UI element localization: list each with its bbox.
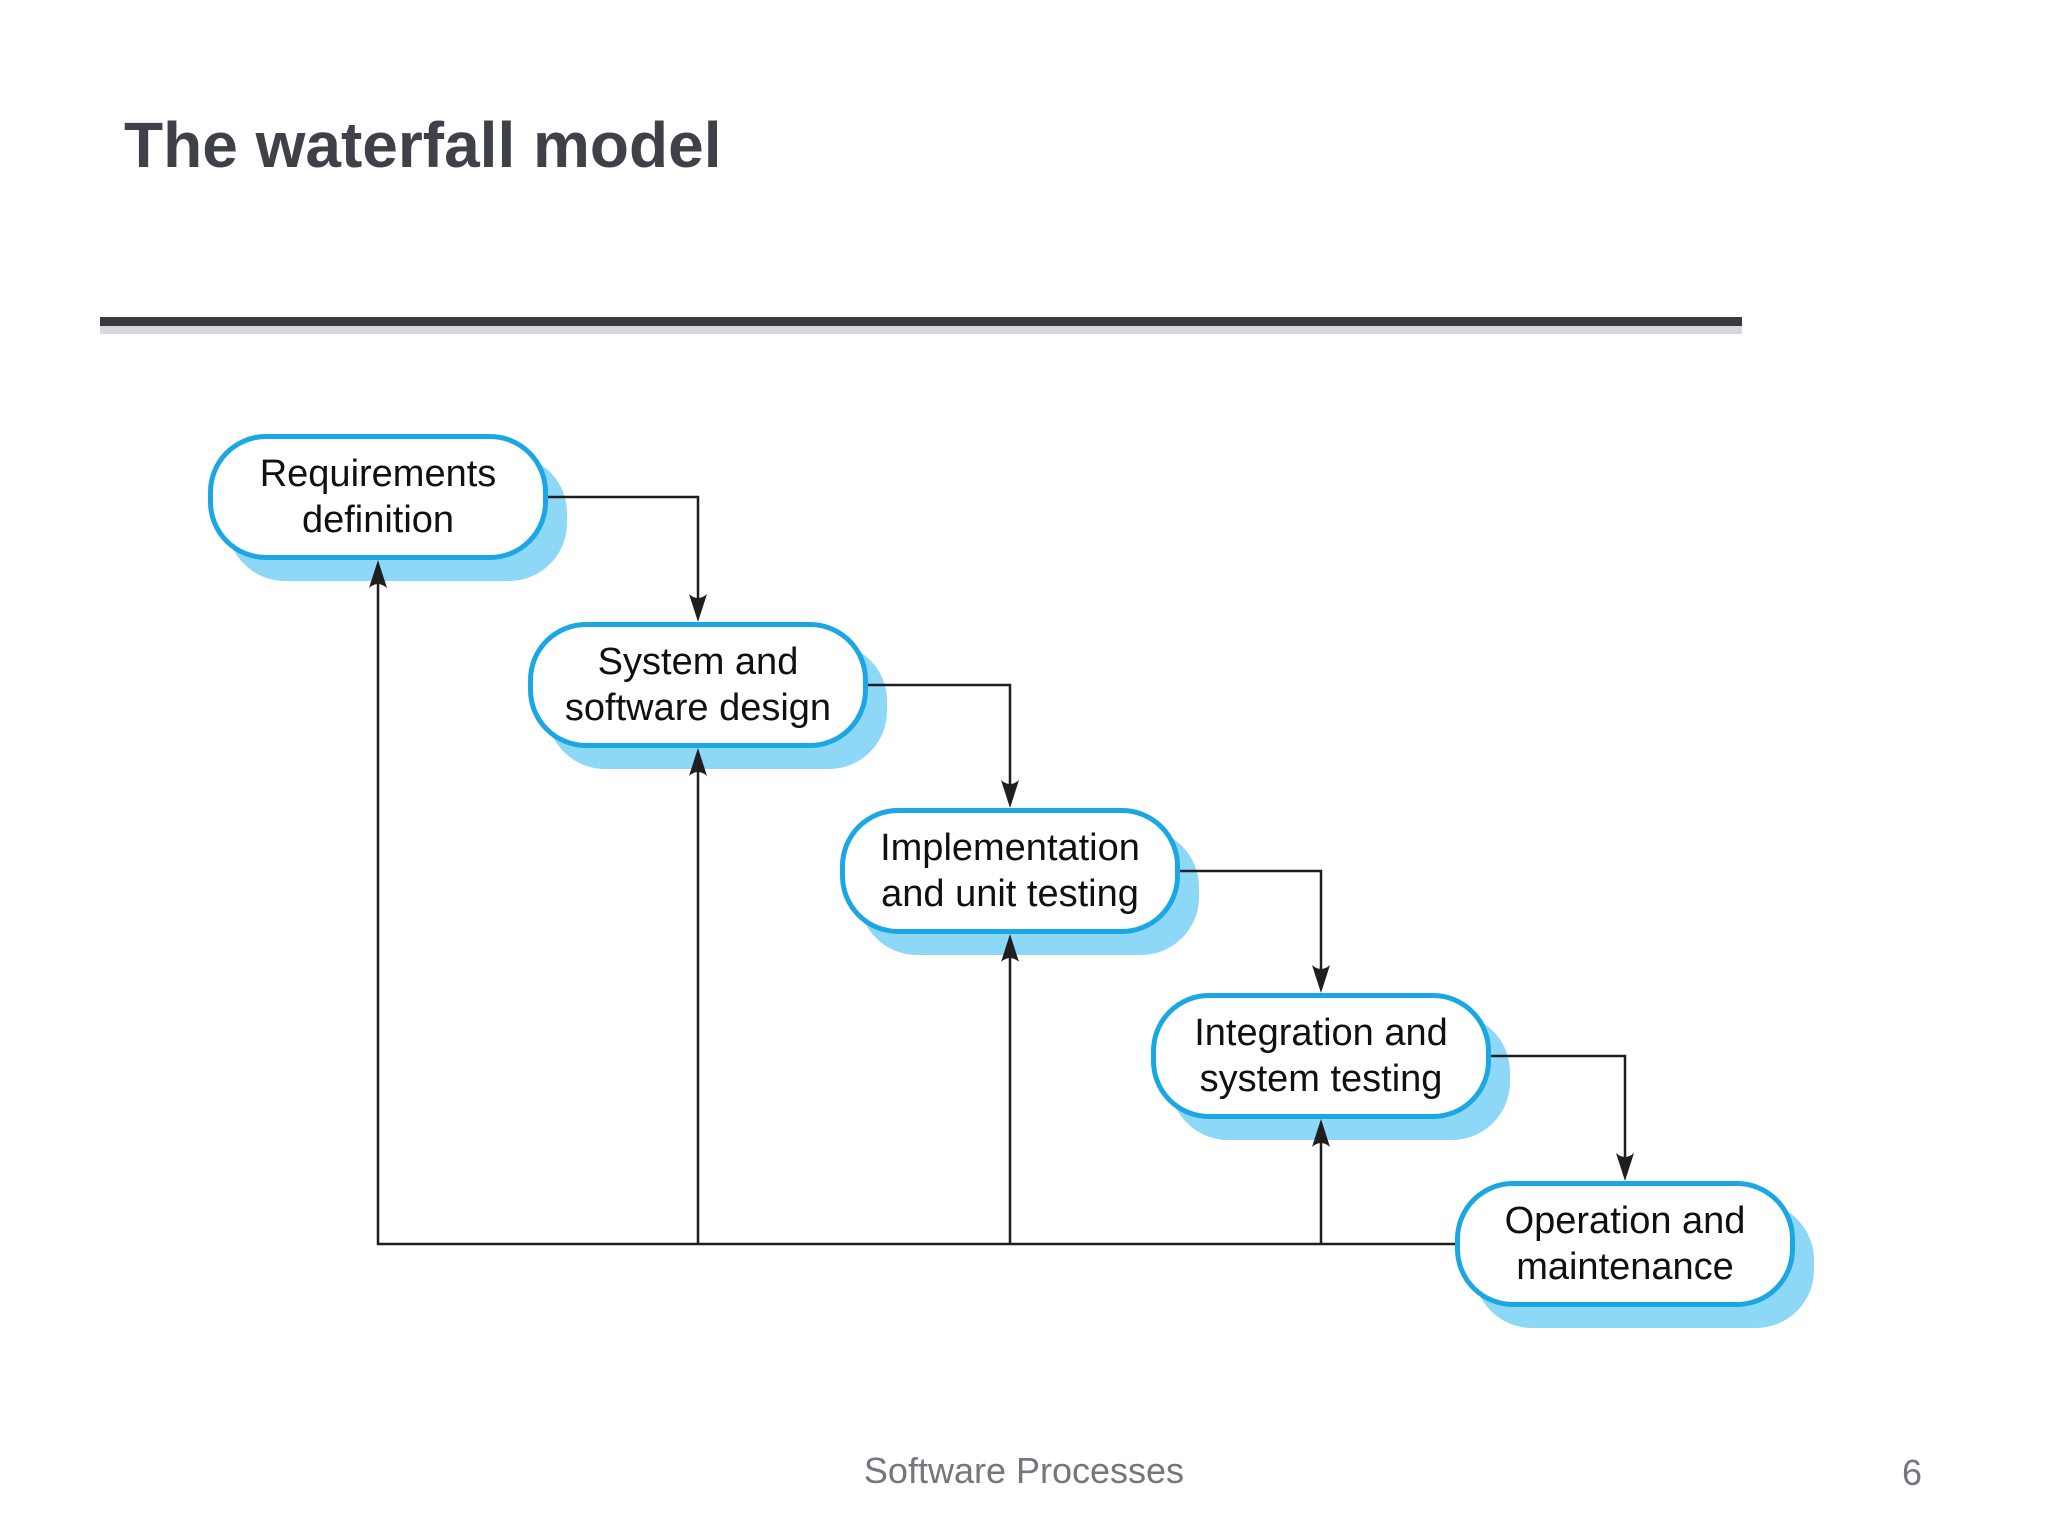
divider-dark-line	[100, 317, 1742, 326]
slide-title: The waterfall model	[124, 109, 722, 181]
stage-label-line: and unit testing	[881, 873, 1139, 915]
feedback-riser-stage2	[689, 748, 707, 1244]
stage-label: Integration and system testing	[1194, 1010, 1448, 1102]
page-number: 6	[1902, 1452, 1923, 1493]
stage-label-line: software design	[564, 687, 832, 729]
stage-label: Operation and maintenance	[1505, 1198, 1746, 1290]
stage-label-line: Operation and	[1504, 1200, 1746, 1242]
stage-implementation-unit-testing: Implementation and unit testing	[840, 808, 1180, 934]
connector-stage1-to-stage2	[548, 495, 707, 622]
stage-operation-maintenance: Operation and maintenance	[1455, 1181, 1795, 1307]
stage-label-line: definition	[301, 499, 455, 541]
feedback-riser-stage4	[1312, 1119, 1330, 1244]
stage-requirements-definition: Requirements definition	[208, 434, 548, 560]
stage-label-line: maintenance	[1516, 1246, 1734, 1288]
divider-light-line	[100, 326, 1742, 334]
stage-integration-system-testing: Integration and system testing	[1151, 993, 1491, 1119]
footer-title: Software Processes	[863, 1450, 1185, 1491]
stage-label-line: Requirements	[259, 453, 497, 495]
stage-label: Requirements definition	[260, 451, 497, 543]
stage-label-line: system testing	[1199, 1058, 1443, 1100]
stage-label-line: Integration and	[1194, 1012, 1448, 1054]
stage-label: System and software design	[565, 639, 831, 731]
stage-system-software-design: System and software design	[528, 622, 868, 748]
connector-stage3-to-stage4	[1180, 869, 1330, 993]
title-divider	[100, 317, 1742, 334]
connector-stage2-to-stage3	[868, 683, 1019, 808]
connector-stage4-to-stage5	[1491, 1054, 1634, 1181]
stage-label: Implementation and unit testing	[880, 825, 1140, 917]
stage-label-line: System and	[597, 641, 799, 683]
stage-label-line: Implementation	[880, 827, 1140, 869]
feedback-riser-stage3	[1001, 934, 1019, 1244]
